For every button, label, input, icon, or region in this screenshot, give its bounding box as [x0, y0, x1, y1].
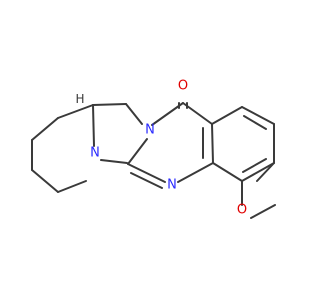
- bond-c8a-nbottom: [177, 162, 214, 183]
- bond-c4a-c8a-1: [211, 123, 214, 164]
- bond-c8-c8a: [212, 162, 243, 182]
- bond-c4-c5: [31, 169, 59, 193]
- bond-c5-c6-inner: [243, 115, 267, 130]
- bond-omethoxy-ch3: [250, 204, 276, 219]
- bond-c4a-c5: [211, 106, 243, 125]
- bond-c7-omethoxy: [256, 162, 275, 182]
- bond-c2-c3: [31, 117, 59, 141]
- atom-label-hydrogen: H: [75, 92, 84, 106]
- atom-label-oxygen-carbonyl: O: [178, 79, 188, 94]
- atom-label-nitrogen-top: N: [145, 123, 155, 138]
- bond-c1-c2: [57, 104, 94, 119]
- bond-layer: [31, 102, 276, 219]
- molecule-structure: H N N N O O: [31, 79, 276, 219]
- bond-camidine-nbottom-1: [127, 163, 166, 183]
- bond-c7-c8-inner: [242, 158, 267, 173]
- label-layer: H N N N O O: [75, 79, 247, 218]
- bond-camidine-nbottom-2: [130, 172, 163, 189]
- bond-c1-ch2: [92, 103, 127, 106]
- molecule-canvas: H N N N O O: [31, 78, 276, 219]
- bond-ntop-camidine: [127, 138, 148, 165]
- bond-c1-nleft: [92, 104, 95, 147]
- bond-ntop-ccarbonyl: [151, 102, 184, 126]
- atom-label-nitrogen-bottom: N: [167, 178, 177, 193]
- bond-c5-c6: [57, 180, 87, 193]
- bond-ch2-ntop: [125, 103, 143, 125]
- bond-c5-c6: [241, 106, 275, 125]
- atom-label-nitrogen-left: N: [90, 146, 100, 161]
- atom-label-oxygen-methoxy: O: [237, 203, 247, 218]
- bond-c7-c8: [241, 162, 275, 182]
- bond-nleft-camidine: [100, 159, 128, 164]
